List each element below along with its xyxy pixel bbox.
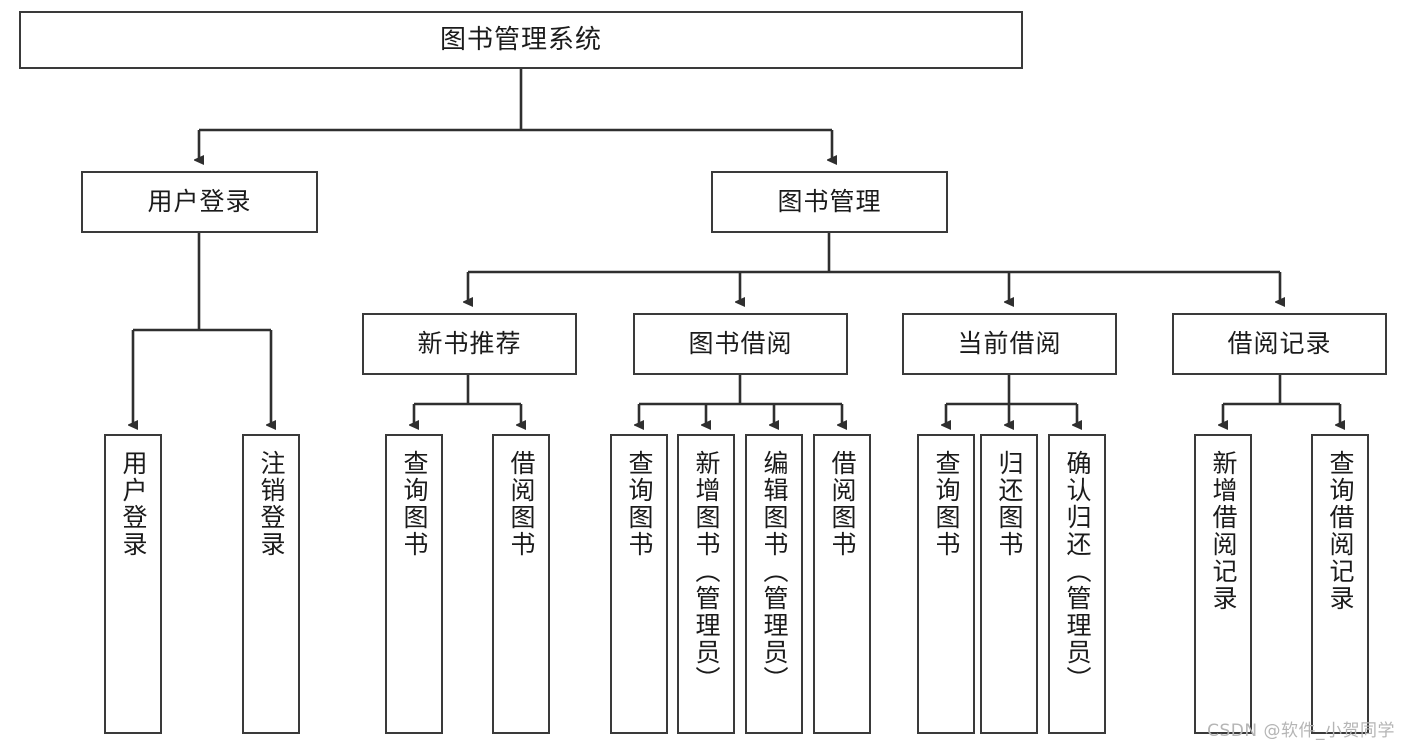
node-label: 注销登录 — [257, 450, 286, 558]
csdn-watermark: CSDN @软件_小贺同学 — [1207, 721, 1395, 741]
node-label: 借阅记录 — [1227, 329, 1332, 359]
node-label: 查询图书 — [932, 450, 961, 558]
leaf-new-book-query-book[interactable]: 查询图书 — [385, 434, 443, 734]
node-label: 查询借阅记录 — [1326, 450, 1355, 612]
node-label: 当前借阅 — [957, 329, 1062, 359]
node-label: 图书管理系统 — [439, 24, 602, 55]
node-label: 用户登录 — [147, 187, 252, 217]
node-user-login[interactable]: 用户登录 — [81, 171, 318, 233]
node-label: 归还图书 — [995, 450, 1024, 558]
node-label: 新书推荐 — [417, 329, 522, 359]
node-label: 借阅图书 — [507, 450, 536, 558]
node-label: 查询图书 — [625, 450, 654, 558]
node-label: 图书管理 — [777, 187, 882, 217]
node-label: 新增借阅记录 — [1209, 450, 1238, 612]
leaf-current-borrow-confirm-return-admin[interactable]: 确认归还（管理员） — [1048, 434, 1106, 734]
node-label: 确认归还（管理员） — [1063, 450, 1092, 693]
node-borrow-record[interactable]: 借阅记录 — [1172, 313, 1387, 375]
node-label: 图书借阅 — [688, 329, 793, 359]
leaf-current-borrow-query-book[interactable]: 查询图书 — [917, 434, 975, 734]
node-new-book-recommend[interactable]: 新书推荐 — [362, 313, 577, 375]
leaf-current-borrow-return-book[interactable]: 归还图书 — [980, 434, 1038, 734]
node-label: 用户登录 — [119, 450, 148, 558]
node-root-book-management-system[interactable]: 图书管理系统 — [19, 11, 1023, 69]
node-book-borrow[interactable]: 图书借阅 — [633, 313, 848, 375]
leaf-book-borrow-add-book-admin[interactable]: 新增图书（管理员） — [677, 434, 735, 734]
node-label: 查询图书 — [400, 450, 429, 558]
leaf-new-book-borrow-book[interactable]: 借阅图书 — [492, 434, 550, 734]
leaf-user-login-logout[interactable]: 注销登录 — [242, 434, 300, 734]
node-current-borrow[interactable]: 当前借阅 — [902, 313, 1117, 375]
node-label: 新增图书（管理员） — [692, 450, 721, 693]
node-label: 编辑图书（管理员） — [760, 450, 789, 693]
leaf-borrow-record-query-record[interactable]: 查询借阅记录 — [1311, 434, 1369, 734]
leaf-borrow-record-add-record[interactable]: 新增借阅记录 — [1194, 434, 1252, 734]
leaf-user-login-login[interactable]: 用户登录 — [104, 434, 162, 734]
node-label: 借阅图书 — [828, 450, 857, 558]
node-book-management[interactable]: 图书管理 — [711, 171, 948, 233]
leaf-book-borrow-edit-book-admin[interactable]: 编辑图书（管理员） — [745, 434, 803, 734]
leaf-book-borrow-query-book[interactable]: 查询图书 — [610, 434, 668, 734]
leaf-book-borrow-borrow-book[interactable]: 借阅图书 — [813, 434, 871, 734]
